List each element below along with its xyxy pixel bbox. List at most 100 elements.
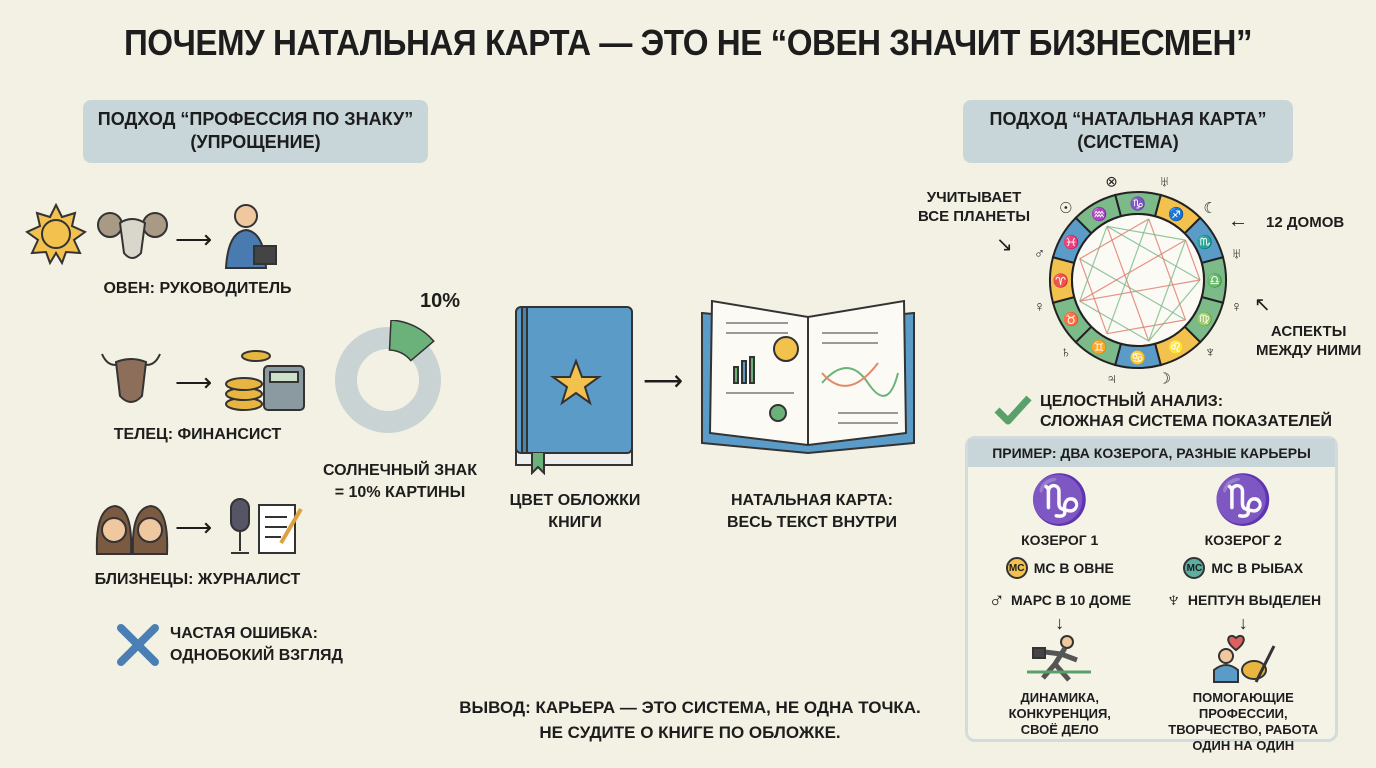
heading-line: (УПРОЩЕНИЕ) [190, 132, 321, 152]
callout-line: АСПЕКТЫ [1270, 323, 1347, 340]
aries-label: ОВЕН: РУКОВОДИТЕЛЬ [103, 280, 292, 297]
label-line: ВЕСЬ ТЕКСТ ВНУТРИ [726, 514, 898, 531]
result-line: ОДИН НА ОДИН [1192, 738, 1295, 753]
checkmark-icon [994, 395, 1032, 425]
simplified-approach-heading: ПОДХОД “ПРОФЕССИЯ ПО ЗНАКУ” (УПРОЩЕНИЕ) [83, 100, 428, 163]
planet-icon: ♄ [1060, 344, 1071, 361]
zodiac-sign-icon: ♓ [1063, 235, 1079, 250]
mistake-line: ЧАСТАЯ ОШИБКА: [170, 625, 318, 642]
page-title: ПОЧЕМУ НАТАЛЬНАЯ КАРТА — ЭТО НЕ “ОВЕН ЗН… [123, 22, 1253, 63]
planet-icon: ♆ [1204, 344, 1215, 361]
capricorn-icon: ♑ [1213, 474, 1274, 527]
aspect-line [1148, 218, 1187, 321]
aspect-line [1079, 279, 1201, 302]
planet-icon: ⊗ [1105, 173, 1118, 190]
arrow-icon: ↖ [1254, 294, 1271, 316]
zodiac-sign-icon: ♉ [1063, 312, 1079, 327]
planet-icon: ☽ [1158, 371, 1171, 388]
open-book-icon [701, 299, 915, 455]
aspect-line [1079, 218, 1150, 260]
result-line: ДИНАМИКА, [1020, 690, 1100, 705]
planet-icon: ♀ [1231, 298, 1242, 315]
running-businessman-icon [1026, 635, 1091, 682]
planet-text: МАРС В 10 ДОМЕ [1010, 592, 1132, 608]
arrow-right-icon: ⟶ [175, 512, 213, 542]
coins-calculator-icon [225, 350, 305, 411]
houses-callout: 12 ДОМОВ [1266, 214, 1345, 231]
zodiac-sign-icon: ♒ [1091, 206, 1107, 221]
mc-text: MC В ОВНЕ [1033, 560, 1114, 576]
x-mark-icon [117, 624, 159, 666]
mc-badge-icon: MC [1005, 557, 1028, 579]
zodiac-sign-icon: ♐ [1168, 206, 1184, 221]
planet-icon: ♃ [1106, 371, 1117, 388]
conclusion-line: ВЫВОД: КАРЬЕРА — ЭТО СИСТЕМА, НЕ ОДНА ТО… [459, 698, 921, 717]
result-line: СВОЁ ДЕЛО [1020, 722, 1099, 737]
aspect-line [1106, 225, 1186, 241]
neptune-icon: ♆ [1165, 587, 1182, 612]
zodiac-sign-icon: ♎ [1207, 273, 1223, 288]
planet-icon: ☾ [1203, 200, 1216, 217]
arrow-right-icon: ⟶ [175, 367, 213, 397]
planet-icon: ♅ [1231, 246, 1242, 263]
planet-icon: ♀ [1034, 298, 1045, 315]
aspect-line [1079, 300, 1150, 342]
arrow-down-icon: ↓ [1055, 613, 1065, 633]
capricorn-icon: ♑ [1029, 474, 1090, 527]
capricorn-name: КОЗЕРОГ 2 [1204, 532, 1282, 548]
label-line: СОЛНЕЧНЫЙ ЗНАК [323, 462, 477, 479]
result-line: ТВОРЧЕСТВО, РАБОТА [1168, 722, 1319, 737]
mars-icon: ♂ [988, 587, 1005, 612]
natal-chart-label: НАТАЛЬНАЯ КАРТА: ВЕСЬ ТЕКСТ ВНУТРИ [712, 490, 912, 534]
zodiac-wheel: ♑♐♏♎♍♌♋♊♉♈♓♒⊗♅☾♅♀♆☽♃♄♀♂☉ [1034, 173, 1242, 388]
result-line: КОНКУРЕНЦИЯ, [1008, 706, 1111, 721]
career-result: ДИНАМИКА, КОНКУРЕНЦИЯ, СВОЁ ДЕЛО [1009, 690, 1111, 738]
aspect-line [1079, 226, 1108, 302]
taurus-label: ТЕЛЕЦ: ФИНАНСИСТ [113, 426, 282, 443]
callout-line: УЧИТЫВАЕТ [926, 189, 1022, 206]
zodiac-sign-icon: ♈ [1053, 273, 1069, 288]
inner-circle [1071, 213, 1205, 347]
label-line: КНИГИ [548, 514, 602, 531]
mistake-line: ОДНОБОКИЙ ВЗГЛЯД [170, 647, 343, 664]
planets-callout: УЧИТЫВАЕТ ВСЕ ПЛАНЕТЫ [918, 188, 1030, 226]
zodiac-sign-icon: ♏ [1197, 235, 1213, 250]
common-mistake-text: ЧАСТАЯ ОШИБКА: ОДНОБОКИЙ ВЗГЛЯД [170, 623, 343, 667]
heading-line: (СИСТЕМА) [1077, 132, 1179, 152]
zodiac-sign-icon: ♌ [1168, 340, 1184, 355]
book-cover-label: ЦВЕТ ОБЛОЖКИ КНИГИ [490, 490, 660, 534]
zodiac-sign-icon: ♑ [1130, 196, 1146, 211]
microphone-notepad-icon [230, 498, 303, 554]
planet-icon: ☉ [1059, 200, 1072, 217]
heading-line: ПОДХОД “НАТАЛЬНАЯ КАРТА” [989, 109, 1267, 129]
donut-rest [335, 327, 441, 433]
aspect-line [1079, 258, 1186, 321]
donut-percent: 10% [420, 290, 461, 312]
planet-icon: ♂ [1034, 246, 1045, 263]
label-line: ЦВЕТ ОБЛОЖКИ [509, 492, 641, 509]
zodiac-sign-icon: ♋ [1130, 350, 1146, 365]
heading-line: ПОДХОД “ПРОФЕССИЯ ПО ЗНАКУ” [97, 109, 414, 129]
arrow-icon: ↘ [996, 234, 1013, 256]
zodiac-sign-icon: ♍ [1197, 312, 1213, 327]
conclusion-line: НЕ СУДИТЕ О КНИГЕ ПО ОБЛОЖКЕ. [539, 723, 841, 742]
aspect-line [1148, 239, 1187, 342]
mc-text: MC В РЫБАХ [1211, 560, 1304, 576]
holistic-line: ЦЕЛОСТНЫЙ АНАЛИЗ: [1040, 393, 1224, 410]
planet-icon: ♅ [1159, 173, 1170, 190]
aspect-line [1079, 239, 1186, 302]
career-result: ПОМОГАЮЩИЕ ПРОФЕССИИ, ТВОРЧЕСТВО, РАБОТА… [1152, 690, 1336, 754]
system-approach-heading: ПОДХОД “НАТАЛЬНАЯ КАРТА” (СИСТЕМА) [963, 100, 1293, 163]
twins-icon [95, 504, 169, 555]
businessman-icon [224, 204, 277, 269]
ram-icon [97, 212, 168, 259]
gemini-label: БЛИЗНЕЦЫ: ЖУРНАЛИСТ [94, 571, 301, 588]
label-line: = 10% КАРТИНЫ [334, 484, 466, 501]
label-line: НАТАЛЬНАЯ КАРТА: [730, 492, 894, 509]
aspect-line [1106, 218, 1150, 334]
helping-creative-icon [1213, 634, 1276, 683]
mc-badge-icon: MC [1183, 557, 1206, 579]
holistic-line: СЛОЖНАЯ СИСТЕМА ПОКАЗАТЕЛЕЙ [1040, 413, 1333, 430]
